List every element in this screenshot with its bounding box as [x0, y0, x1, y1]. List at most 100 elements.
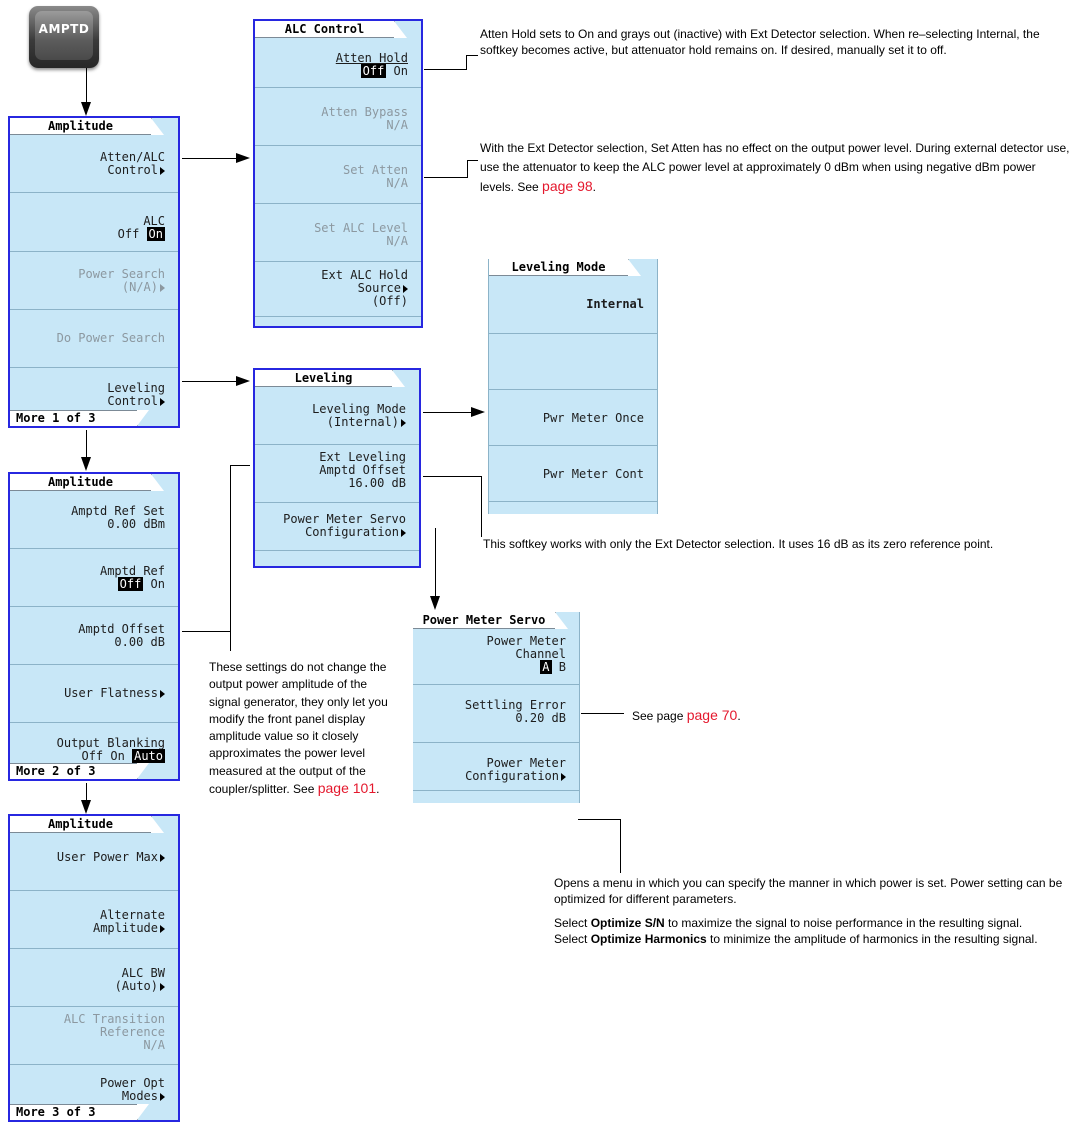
- ext-leveling-note: This softkey works with only the Ext Det…: [483, 537, 994, 551]
- submenu-arrow-icon: [160, 689, 165, 698]
- note-leader-line: [230, 631, 231, 651]
- submenu-arrow-icon: [561, 772, 566, 781]
- empty-softkey: [489, 334, 657, 390]
- amptd-ref-set-softkey[interactable]: Amptd Ref Set 0.00 dBm: [10, 491, 178, 549]
- connector-line: [86, 68, 87, 106]
- arrow-right-icon: [236, 153, 250, 163]
- output-blanking-softkey[interactable]: Output Blanking Off On Auto: [56, 736, 165, 763]
- ext-leveling-amptd-offset-softkey[interactable]: Ext Leveling Amptd Offset 16.00 dB: [255, 445, 419, 503]
- power-meter-servo-menu: Power Meter Servo Power Meter Channel A …: [413, 612, 580, 803]
- note-leader-line: [230, 465, 250, 466]
- ext-alc-hold-source-softkey[interactable]: Ext ALC Hold Source (Off): [255, 262, 421, 317]
- pwr-meter-cont-softkey[interactable]: Pwr Meter Cont: [489, 446, 657, 502]
- amplitude-menu-page-3: Amplitude User Power Max Alternate Ampli…: [8, 814, 180, 1122]
- note-leader-line: [620, 819, 621, 873]
- more-indicator[interactable]: More 2 of 3: [10, 763, 149, 779]
- note-leader-line: [424, 69, 467, 70]
- submenu-arrow-icon: [160, 982, 165, 991]
- page-70-link[interactable]: page 70: [686, 707, 738, 723]
- note-leader-line: [481, 476, 482, 537]
- internal-softkey[interactable]: Internal: [489, 276, 657, 334]
- connector-line: [86, 783, 87, 803]
- arrow-down-icon: [81, 102, 91, 116]
- power-opt-description: Opens a menu in which you can specify th…: [554, 876, 1063, 906]
- power-opt-modes-softkey[interactable]: Power Opt Modes: [99, 1076, 165, 1103]
- menu-title: Leveling: [255, 370, 405, 387]
- leveling-control-softkey[interactable]: Leveling Control: [107, 381, 165, 408]
- connector-line: [182, 381, 240, 382]
- note-leader-line: [230, 465, 231, 632]
- atten-alc-control-softkey[interactable]: Atten/ALC Control: [10, 135, 178, 193]
- optimize-harmonics-description: Select Optimize Harmonics to minimize th…: [554, 932, 1038, 946]
- submenu-arrow-icon: [160, 853, 165, 862]
- leveling-menu: Leveling Leveling Mode (Internal) Ext Le…: [253, 368, 421, 568]
- page-101-link[interactable]: page 101: [317, 780, 377, 797]
- alc-softkey[interactable]: ALC Off On: [10, 193, 178, 252]
- settling-error-softkey[interactable]: Settling Error 0.20 dB: [413, 685, 579, 743]
- note-leader-line: [466, 55, 467, 70]
- atten-hold-softkey[interactable]: Atten Hold Off On: [255, 38, 421, 88]
- note-leader-line: [423, 476, 481, 477]
- submenu-arrow-icon: [160, 283, 165, 292]
- connector-line: [182, 158, 240, 159]
- connector-line: [423, 412, 475, 413]
- note-leader-line: [466, 55, 478, 56]
- alc-bw-softkey[interactable]: ALC BW (Auto): [10, 949, 178, 1007]
- do-power-search-softkey[interactable]: Do Power Search: [10, 310, 178, 368]
- more-indicator[interactable]: More 1 of 3: [10, 410, 149, 426]
- power-meter-servo-configuration-softkey[interactable]: Power Meter Servo Configuration: [255, 503, 419, 551]
- pwr-meter-once-softkey[interactable]: Pwr Meter Once: [489, 390, 657, 446]
- note-leader-line: [182, 631, 230, 632]
- amptd-settings-note: These settings do not change the output …: [209, 660, 388, 797]
- submenu-arrow-icon: [160, 1092, 165, 1101]
- connector-line: [435, 528, 436, 600]
- arrow-down-icon: [81, 800, 91, 814]
- settling-error-note: See page page 70.: [632, 707, 741, 723]
- amptd-ref-softkey[interactable]: Amptd Ref Off On: [10, 549, 178, 607]
- menu-title: Amplitude: [10, 118, 164, 135]
- note-leader-line: [424, 177, 468, 178]
- arrow-down-icon: [430, 596, 440, 610]
- submenu-arrow-icon: [160, 397, 165, 406]
- submenu-arrow-icon: [160, 166, 165, 175]
- set-atten-softkey[interactable]: Set Atten N/A: [255, 146, 421, 204]
- leveling-mode-menu: Leveling Mode Internal Pwr Meter Once Pw…: [488, 259, 658, 514]
- optimize-sn-description: Select Optimize S/N to maximize the sign…: [554, 916, 1023, 930]
- note-leader-line: [467, 160, 468, 178]
- set-atten-note: With the Ext Detector selection, Set Att…: [480, 141, 1070, 194]
- atten-bypass-softkey[interactable]: Atten Bypass N/A: [255, 88, 421, 146]
- submenu-arrow-icon: [403, 284, 408, 293]
- arrow-right-icon: [236, 376, 250, 386]
- amptd-hardkey-label: AMPTD: [35, 11, 93, 60]
- note-leader-line: [581, 713, 624, 714]
- amptd-hardkey[interactable]: AMPTD: [29, 6, 99, 68]
- amplitude-menu-page-2: Amplitude Amptd Ref Set 0.00 dBm Amptd R…: [8, 472, 180, 781]
- set-alc-level-softkey[interactable]: Set ALC Level N/A: [255, 204, 421, 262]
- power-meter-channel-softkey[interactable]: Power Meter Channel A B: [413, 629, 579, 685]
- alc-transition-reference-softkey[interactable]: ALC Transition Reference N/A: [10, 1007, 178, 1065]
- submenu-arrow-icon: [401, 528, 406, 537]
- user-flatness-softkey[interactable]: User Flatness: [10, 665, 178, 723]
- leveling-mode-softkey[interactable]: Leveling Mode (Internal): [255, 387, 419, 445]
- submenu-arrow-icon: [401, 418, 406, 427]
- menu-title: ALC Control: [255, 21, 407, 38]
- menu-title: Amplitude: [10, 816, 164, 833]
- menu-title: Amplitude: [10, 474, 164, 491]
- user-power-max-softkey[interactable]: User Power Max: [10, 833, 178, 891]
- power-meter-configuration-softkey[interactable]: Power Meter Configuration: [413, 743, 579, 791]
- power-search-softkey[interactable]: Power Search (N/A): [10, 252, 178, 310]
- amplitude-menu-page-1: Amplitude Atten/ALC Control ALC Off On P…: [8, 116, 180, 428]
- atten-hold-note: Atten Hold sets to On and grays out (ina…: [480, 27, 1040, 57]
- more-indicator[interactable]: More 3 of 3: [10, 1104, 149, 1120]
- alc-control-menu: ALC Control Atten Hold Off On Atten Bypa…: [253, 19, 423, 328]
- alternate-amplitude-softkey[interactable]: Alternate Amplitude: [10, 891, 178, 949]
- power-opt-note: Opens a menu in which you can specify th…: [554, 875, 1079, 947]
- connector-line: [86, 430, 87, 460]
- arrow-down-icon: [81, 457, 91, 471]
- amptd-offset-softkey[interactable]: Amptd Offset 0.00 dB: [10, 607, 178, 665]
- arrow-right-icon: [471, 407, 485, 417]
- note-leader-line: [578, 819, 620, 820]
- submenu-arrow-icon: [160, 924, 165, 933]
- page-98-link[interactable]: page 98: [542, 178, 593, 194]
- note-leader-line: [467, 160, 478, 161]
